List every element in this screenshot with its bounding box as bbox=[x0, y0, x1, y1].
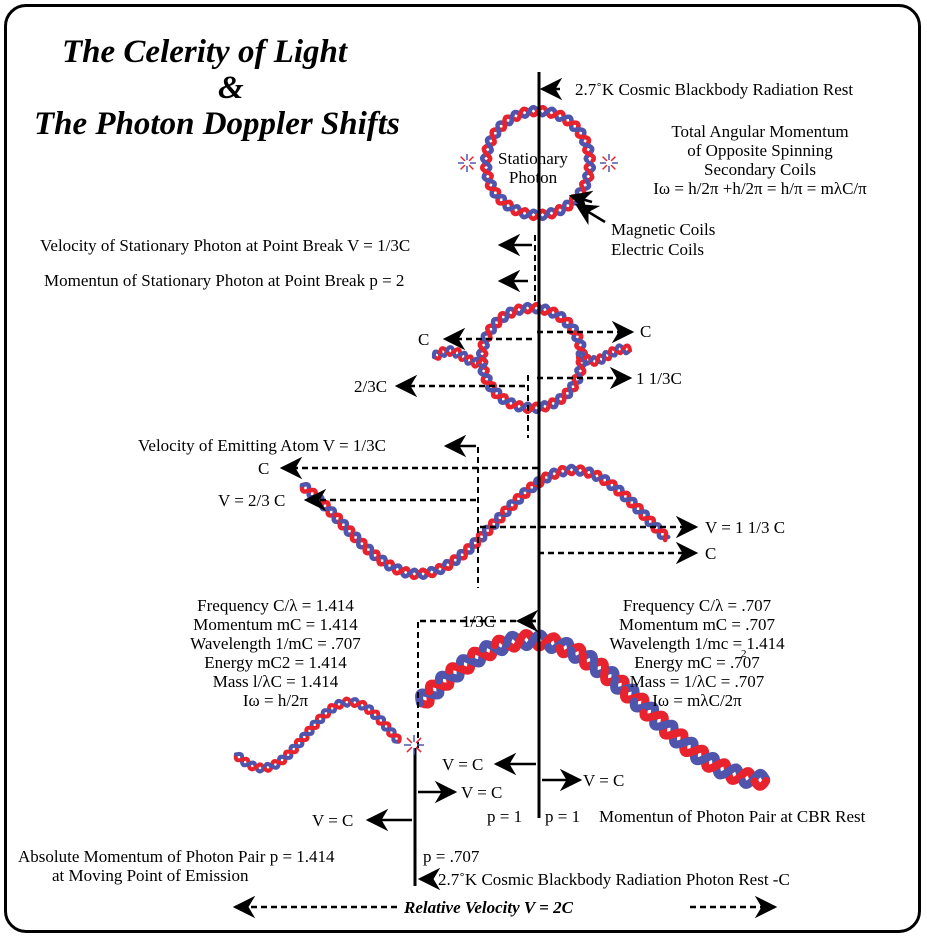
axis-lines bbox=[413, 72, 541, 886]
emitting-v-right: V = 1 1/3 C bbox=[705, 518, 786, 537]
moving-loop-tail-left bbox=[431, 345, 488, 369]
vc-label-3: V = C bbox=[461, 783, 503, 802]
title-line-1: The Celerity of Light bbox=[62, 34, 348, 70]
emission-star-bottom bbox=[404, 735, 424, 755]
stationary-label-2: Photon bbox=[508, 168, 558, 187]
left-prop-5: Mass l/λC = 1.414 bbox=[212, 672, 339, 691]
momentum-p1-right: p = 1 bbox=[545, 807, 581, 826]
point-break-velocity: Velocity of Stationary Photon at Point B… bbox=[40, 236, 411, 255]
angular-line-4: Iω = h/2π +h/2π = h/π = mλC/π bbox=[653, 179, 867, 198]
right-prop-3: Wavelength 1/mc = 1.414 bbox=[609, 634, 785, 653]
arrow-electric bbox=[575, 203, 606, 226]
right-prop-2: Momentum mC = .707 bbox=[619, 615, 775, 634]
right-prop-4-text: Energy mC = .707 bbox=[634, 653, 760, 672]
one-third-label: 1/3C bbox=[462, 612, 496, 631]
emitting-c-right: C bbox=[705, 544, 717, 563]
left-photon-wave bbox=[233, 696, 402, 774]
right-photon-wave bbox=[415, 629, 771, 791]
vc-label-4: V = C bbox=[312, 811, 354, 830]
left-prop-3: Wavelength 1/mC = .707 bbox=[190, 634, 361, 653]
stationary-label-1: Stationary bbox=[498, 149, 568, 168]
angular-line-2: of Opposite Spinning bbox=[687, 141, 833, 160]
title-line-3: The Photon Doppler Shifts bbox=[34, 106, 400, 142]
title-ampersand: & bbox=[218, 70, 244, 106]
right-prop-4: Energy mC = .707 bbox=[572, 653, 822, 672]
left-prop-4: Energy mC2 = 1.414 bbox=[204, 653, 347, 672]
magnetic-coils-label: Magnetic Coils bbox=[611, 220, 716, 239]
emitting-c-left: C bbox=[258, 459, 270, 478]
arrows bbox=[232, 77, 778, 919]
absolute-momentum-1: Absolute Momentum of Photon Pair p = 1.4… bbox=[18, 847, 335, 866]
absolute-momentum-2: at Moving Point of Emission bbox=[52, 866, 249, 885]
cbr-momentum-label: Momentun of Photon Pair at CBR Rest bbox=[599, 807, 866, 826]
energy-superscript: 2 bbox=[741, 648, 747, 660]
momentum-p707: p = .707 bbox=[423, 847, 480, 866]
loop-one-third: 1 1/3C bbox=[636, 369, 682, 388]
loop-c-right: C bbox=[640, 322, 652, 341]
momentum-p1-left: p = 1 bbox=[487, 807, 523, 826]
right-prop-5: Mass = 1/λC = .707 bbox=[629, 672, 765, 691]
vc-label-2: V = C bbox=[583, 771, 625, 790]
photon-coils bbox=[233, 104, 771, 791]
angular-line-1: Total Angular Momentum bbox=[671, 122, 849, 141]
emission-star-right bbox=[600, 154, 618, 172]
loop-two-thirds: 2/3C bbox=[354, 377, 388, 396]
emitting-wave-coil bbox=[299, 463, 671, 581]
moving-loop-tail-right bbox=[575, 343, 632, 367]
left-prop-1: Frequency C/λ = 1.414 bbox=[197, 596, 354, 615]
bottom-rest-label: 2.7˚K Cosmic Blackbody Radiation Photon … bbox=[438, 870, 790, 889]
vc-label-1: V = C bbox=[442, 755, 484, 774]
emission-stars bbox=[404, 154, 618, 755]
arrow-magnetic bbox=[568, 190, 594, 213]
loop-c-left: C bbox=[418, 330, 430, 349]
relative-velocity-label: Relative Velocity V = 2C bbox=[404, 898, 573, 917]
electric-coils-label: Electric Coils bbox=[611, 240, 705, 259]
point-break-momentum: Momentun of Stationary Photon at Point B… bbox=[44, 271, 405, 290]
moving-loop-coil bbox=[475, 301, 589, 415]
emitting-velocity: Velocity of Emitting Atom V = 1/3C bbox=[138, 436, 386, 455]
angular-line-3: Secondary Coils bbox=[704, 160, 816, 179]
right-prop-1: Frequency C/λ = .707 bbox=[622, 596, 772, 615]
right-prop-6: Iω = mλC/2π bbox=[652, 691, 742, 710]
top-rest-label: 2.7˚K Cosmic Blackbody Radiation Rest bbox=[575, 80, 854, 99]
emitting-v-left: V = 2/3 C bbox=[218, 491, 286, 510]
emission-star-left bbox=[458, 154, 476, 172]
diagram-frame bbox=[4, 4, 921, 933]
left-prop-6: Iω = h/2π bbox=[242, 691, 309, 710]
left-prop-2: Momentum mC = 1.414 bbox=[193, 615, 358, 634]
